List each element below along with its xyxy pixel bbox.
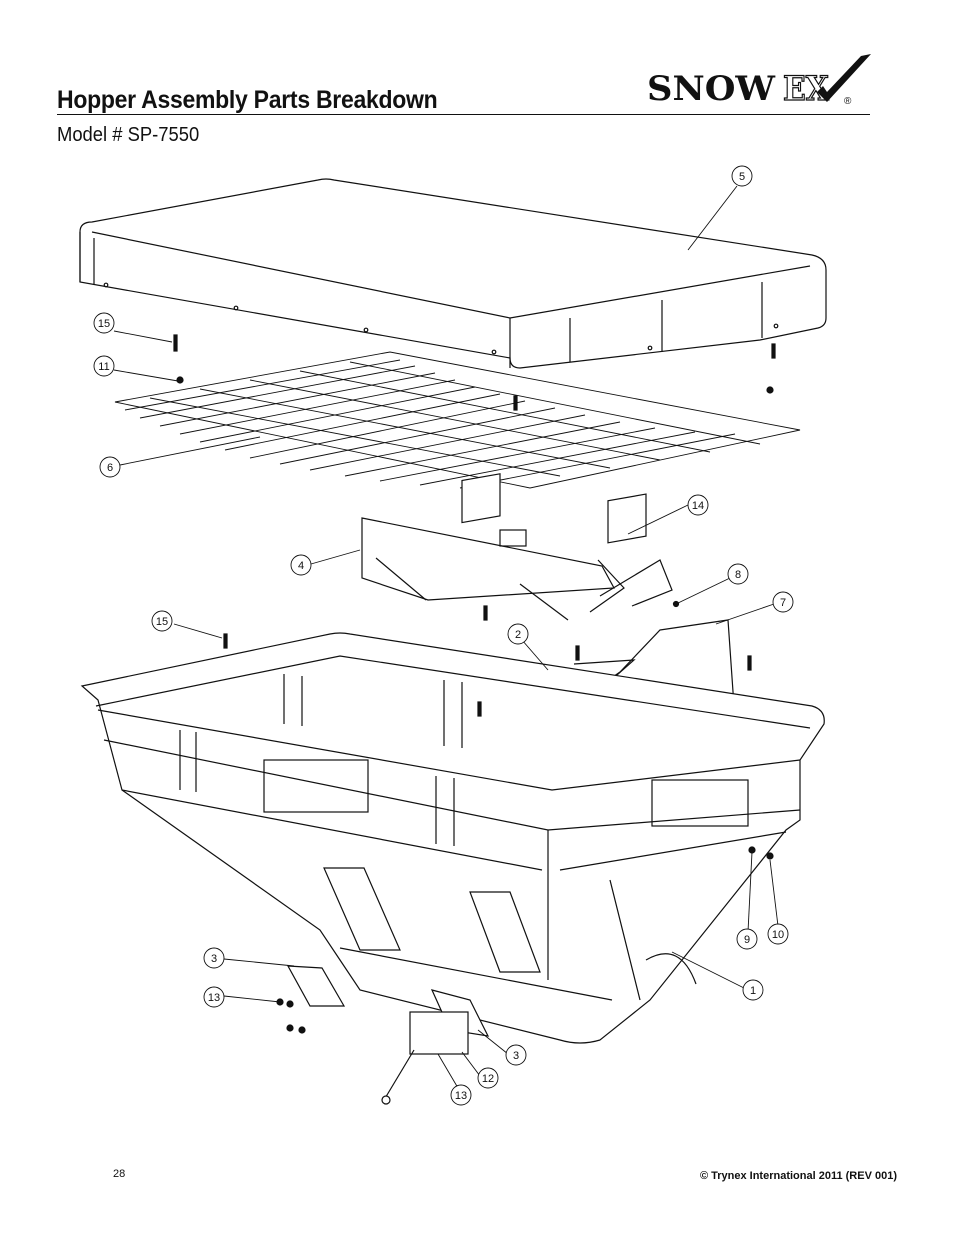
logo-checkmark-icon [817, 54, 871, 102]
svg-text:10: 10 [772, 929, 784, 941]
svg-text:15: 15 [98, 318, 110, 330]
callout-9: 9 [736, 928, 758, 950]
callout-5: 5 [731, 165, 753, 187]
svg-text:8: 8 [735, 569, 741, 581]
callout-3-right: 3 [505, 1044, 527, 1066]
svg-text:3: 3 [513, 1050, 519, 1062]
svg-text:15: 15 [156, 616, 168, 628]
baffle-part [361, 517, 673, 621]
svg-text:7: 7 [780, 597, 786, 609]
grate-part [114, 351, 801, 489]
callout-11: 11 [93, 355, 115, 377]
snowex-logo: SNOW EX ® [647, 54, 871, 110]
logo-registered-mark: ® [844, 96, 852, 107]
model-subtitle: Model # SP-7550 [57, 124, 200, 146]
page-number: 28 [113, 1168, 126, 1180]
svg-text:5: 5 [739, 171, 745, 183]
callout-15-mid: 15 [151, 610, 173, 632]
svg-text:14: 14 [692, 500, 704, 512]
hopper-body-part [80, 632, 825, 1044]
page-title: Hopper Assembly Parts Breakdown [57, 86, 438, 114]
callout-leaders [113, 185, 779, 1089]
callout-7: 7 [772, 591, 794, 613]
callout-1: 1 [742, 979, 764, 1001]
logo-snow-text: SNOW [647, 69, 776, 109]
callout-4: 4 [290, 554, 312, 576]
lid-part [79, 178, 827, 369]
svg-text:12: 12 [482, 1073, 494, 1085]
motor-mount-part [286, 965, 490, 1105]
svg-text:2: 2 [515, 629, 521, 641]
callout-13-bottom: 13 [450, 1084, 472, 1106]
copyright-notice: © Trynex International 2011 (REV 001) [699, 1170, 897, 1182]
callout-14: 14 [687, 494, 709, 516]
callout-2: 2 [507, 623, 529, 645]
callout-15-top: 15 [93, 312, 115, 334]
title-rule [57, 114, 870, 115]
svg-text:13: 13 [208, 992, 220, 1004]
parts-diagram: 5 15 11 6 14 4 8 7 15 2 9 10 1 3 13 3 12… [79, 165, 827, 1106]
callout-12: 12 [477, 1067, 499, 1089]
svg-text:6: 6 [107, 462, 113, 474]
hardware-bolts [173, 334, 776, 1034]
svg-text:4: 4 [298, 560, 304, 572]
clamp-bracket-part [461, 473, 647, 544]
callout-3-left: 3 [203, 947, 225, 969]
callout-8: 8 [727, 563, 749, 585]
svg-text:13: 13 [455, 1090, 467, 1102]
callout-6: 6 [99, 456, 121, 478]
callout-labels: 5 15 11 6 14 4 8 7 15 2 9 10 1 3 13 3 12… [93, 165, 794, 1106]
svg-text:9: 9 [744, 934, 750, 946]
callout-10: 10 [767, 923, 789, 945]
svg-text:11: 11 [98, 361, 109, 373]
svg-text:1: 1 [750, 985, 756, 997]
callout-13-left: 13 [203, 986, 225, 1008]
svg-text:3: 3 [211, 953, 217, 965]
